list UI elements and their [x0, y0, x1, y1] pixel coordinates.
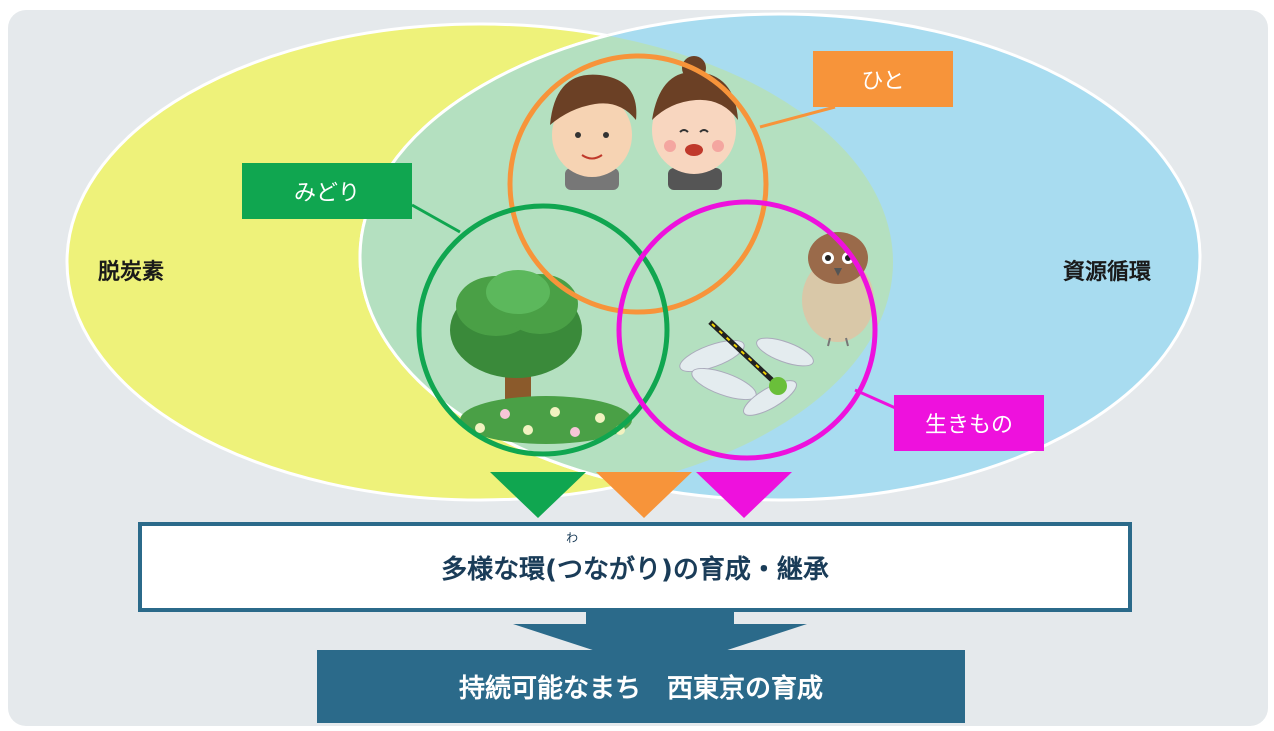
ikimono-ring — [616, 199, 878, 461]
sparrow-illustration — [802, 232, 874, 347]
result-prefix: 多様な — [441, 554, 520, 585]
ikimono-connector — [854, 388, 901, 412]
result-down-arrow — [513, 612, 807, 672]
hito-down-arrow — [596, 472, 692, 518]
result-kanji: 環 — [519, 554, 546, 585]
midori-ring — [416, 203, 670, 457]
midori-connector — [411, 203, 461, 234]
decarbon-label: 脱炭素 — [98, 260, 165, 285]
hito-connector — [759, 105, 836, 129]
hito-ring — [507, 53, 769, 315]
ikimono-tag: 生きもの — [894, 395, 1044, 451]
dragonfly-illustration — [679, 320, 814, 416]
people-illustration — [550, 56, 738, 190]
ikimono-down-arrow — [696, 472, 792, 518]
resource-circulation-label: 資源循環 — [1063, 260, 1152, 285]
result-suffix: (つながり)の育成・継承 — [545, 554, 829, 585]
furigana: わ — [566, 530, 579, 545]
goal-box: 持続可能なまち 西東京の育成 — [317, 650, 965, 723]
result-text: わ 多様な環(つながり)の育成・継承 — [441, 531, 829, 586]
result-box: わ 多様な環(つながり)の育成・継承 — [138, 522, 1132, 612]
midori-tag: みどり — [242, 163, 412, 219]
tree-illustration — [450, 270, 632, 444]
hito-tag: ひと — [813, 51, 953, 107]
midori-down-arrow — [490, 472, 586, 518]
